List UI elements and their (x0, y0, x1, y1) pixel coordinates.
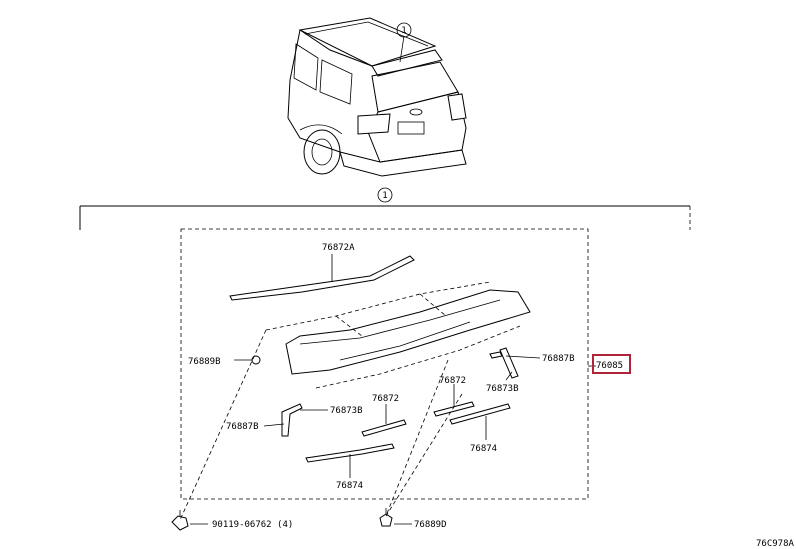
assembly-frame (180, 228, 589, 500)
callout-section-number: 1 (382, 191, 387, 201)
pad-76873b-right (499, 347, 519, 379)
clip-76889b (251, 355, 261, 365)
label-76872a[interactable]: 76872A (322, 243, 355, 253)
callout-top: 1 (396, 22, 412, 63)
screw-90119 (171, 510, 189, 531)
label-76874-left[interactable]: 76874 (336, 481, 363, 491)
pad-76873b-left (281, 403, 303, 437)
guide-lines (179, 329, 463, 521)
label-90119[interactable]: 90119-06762 (4) (212, 520, 293, 530)
label-76872-right[interactable]: 76872 (439, 376, 466, 386)
bracket-76887b-right (489, 351, 503, 359)
label-76887b-right[interactable]: 76887B (542, 354, 575, 364)
callout-top-number: 1 (401, 26, 406, 36)
vehicle-illustration (287, 17, 467, 177)
clip-76889d (379, 508, 393, 527)
strip-76874-right (449, 403, 511, 425)
highlight-76085-box (592, 354, 631, 374)
part-76872a-molding (229, 255, 415, 301)
seal-76872-left (361, 419, 407, 437)
label-76889b[interactable]: 76889B (188, 357, 221, 367)
label-76872-center[interactable]: 76872 (372, 394, 399, 404)
spoiler-assembly (265, 281, 531, 389)
strip-76874-left (305, 443, 395, 463)
seal-76872-right (433, 401, 475, 417)
label-76873b-left[interactable]: 76873B (330, 406, 363, 416)
label-76874-right[interactable]: 76874 (470, 444, 497, 454)
label-76889d[interactable]: 76889D (414, 520, 447, 530)
label-76887b-left[interactable]: 76887B (226, 422, 259, 432)
label-76085[interactable]: 76085 (596, 361, 623, 371)
section-bracket: 1 (79, 187, 691, 230)
label-76873b-right[interactable]: 76873B (486, 384, 519, 394)
diagram-code: 76C978A (756, 539, 795, 549)
